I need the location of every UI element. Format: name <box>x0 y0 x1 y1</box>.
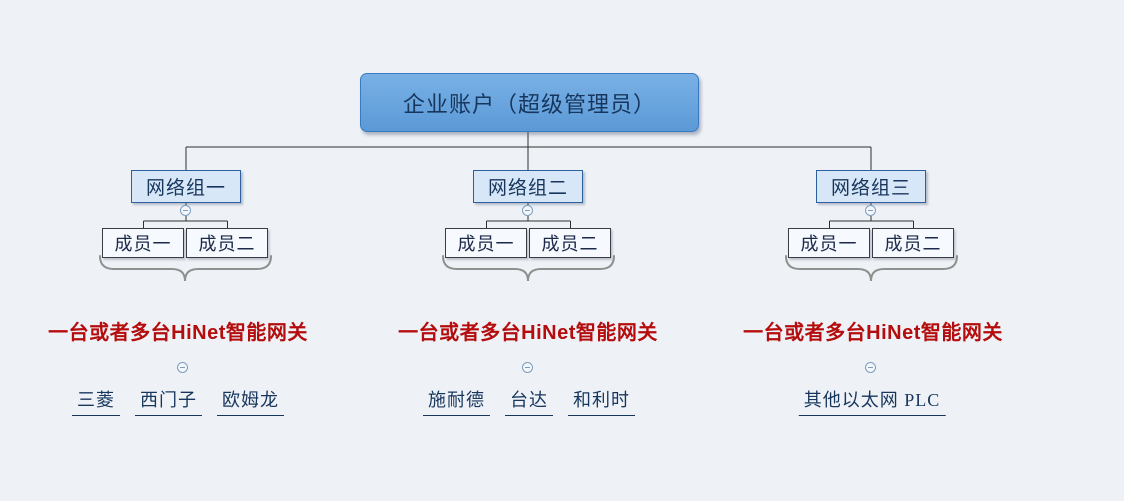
member-node-2-2[interactable]: 成员二 <box>529 228 611 258</box>
plc-item[interactable]: 和利时 <box>568 386 635 416</box>
root-node-label: 企业账户（超级管理员） <box>402 91 656 117</box>
brace-group2 <box>442 255 615 282</box>
collapse-icon[interactable] <box>177 362 188 373</box>
collapse-icon[interactable] <box>180 205 191 216</box>
group-node-1-label: 网络组一 <box>145 178 226 199</box>
plc-item[interactable]: 施耐德 <box>423 386 490 416</box>
member-node-1-2[interactable]: 成员二 <box>186 228 268 258</box>
plc-item[interactable]: 台达 <box>505 386 553 416</box>
member-label: 成员二 <box>884 234 942 254</box>
member-label: 成员二 <box>198 234 256 254</box>
plc-list-1: 三菱 西门子 欧姆龙 <box>72 386 284 416</box>
member-node-2-1[interactable]: 成员一 <box>445 228 527 258</box>
member-node-3-1[interactable]: 成员一 <box>788 228 870 258</box>
collapse-icon[interactable] <box>522 362 533 373</box>
plc-item[interactable]: 其他以太网 PLC <box>798 386 946 416</box>
root-node[interactable]: 企业账户（超级管理员） <box>360 73 699 132</box>
brace-group3 <box>785 255 958 282</box>
member-label: 成员一 <box>800 234 858 254</box>
collapse-icon[interactable] <box>865 362 876 373</box>
gateway-label-2[interactable]: 一台或者多台HiNet智能网关 <box>398 322 658 344</box>
member-label: 成员二 <box>541 234 599 254</box>
member-node-1-1[interactable]: 成员一 <box>102 228 184 258</box>
member-node-3-2[interactable]: 成员二 <box>872 228 954 258</box>
gateway-label-3[interactable]: 一台或者多台HiNet智能网关 <box>743 322 1003 344</box>
collapse-icon[interactable] <box>865 205 876 216</box>
brace-group1 <box>99 255 272 282</box>
group-node-2-label: 网络组二 <box>487 178 568 199</box>
group-node-3[interactable]: 网络组三 <box>816 170 926 203</box>
collapse-icon[interactable] <box>522 205 533 216</box>
group-node-3-label: 网络组三 <box>830 178 911 199</box>
gateway-label-1[interactable]: 一台或者多台HiNet智能网关 <box>48 322 308 344</box>
member-label: 成员一 <box>114 234 172 254</box>
plc-item[interactable]: 三菱 <box>72 386 120 416</box>
group-node-1[interactable]: 网络组一 <box>131 170 241 203</box>
plc-list-3: 其他以太网 PLC <box>798 386 946 416</box>
plc-list-2: 施耐德 台达 和利时 <box>423 386 635 416</box>
plc-item[interactable]: 欧姆龙 <box>217 386 284 416</box>
plc-item[interactable]: 西门子 <box>135 386 202 416</box>
member-label: 成员一 <box>457 234 515 254</box>
group-node-2[interactable]: 网络组二 <box>473 170 583 203</box>
